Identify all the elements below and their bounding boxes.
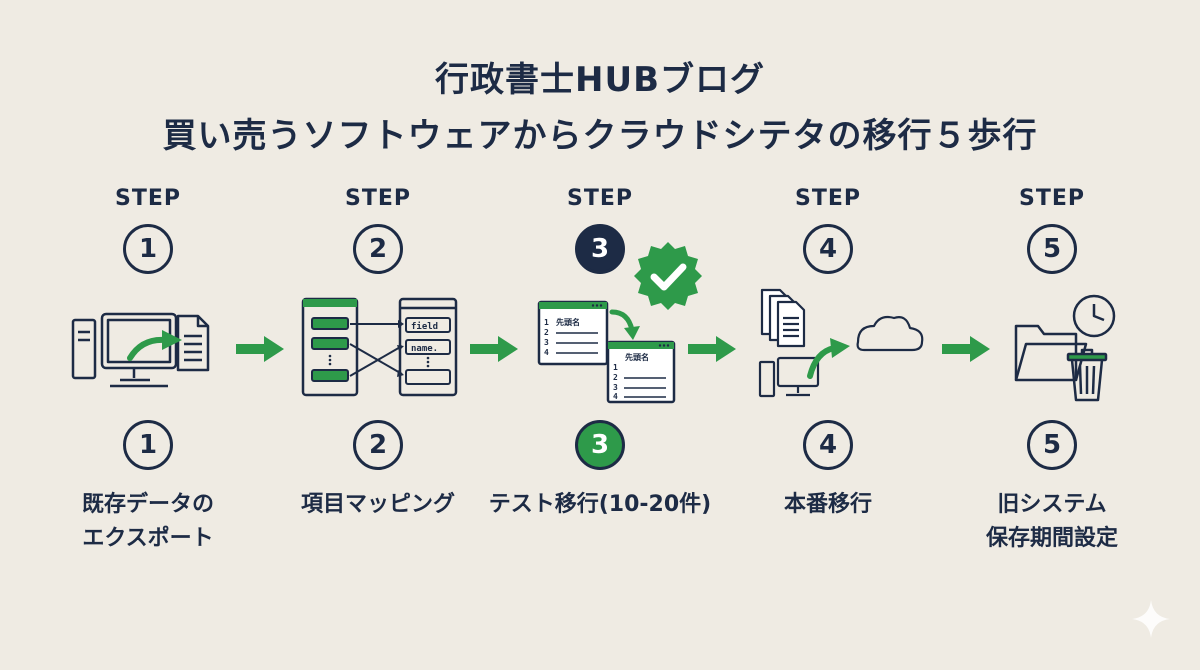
step-2-caption: 項目マッピング: [248, 488, 508, 522]
step-5-bottom-badge: 5: [1027, 420, 1077, 470]
step-1-top-badge: 1: [123, 224, 173, 274]
step-4-bottom-badge: 4: [803, 420, 853, 470]
step-3-caption: テスト移行(10-20件): [470, 488, 730, 522]
page-title-line1: 行政書士HUBブログ: [435, 60, 765, 100]
step-5-caption-line1: 旧システム: [997, 492, 1107, 517]
sheet1-row-4: 4: [544, 348, 549, 357]
sheet1-header: 先頭名: [556, 317, 580, 327]
step-4-caption-line1: 本番移行: [783, 492, 872, 517]
step-2-label: STEP: [344, 186, 411, 211]
sheet1-row-2: 2: [544, 328, 549, 337]
step-1-label: STEP: [114, 186, 181, 211]
test-sheets-icon: 1 2 3 4 先頭名 1 2 3 4 先頭名: [537, 300, 676, 404]
field-mapping-icon: field name.: [301, 297, 458, 397]
step-2-caption-line1: 項目マッピング: [300, 492, 455, 517]
step-5-label: STEP: [1018, 186, 1085, 211]
step-4-caption: 本番移行: [698, 488, 958, 522]
sheet2-row-2: 2: [613, 373, 618, 382]
step-5-caption-line2: 保存期間設定: [985, 526, 1118, 551]
mapping-field-label-2: name.: [411, 344, 438, 354]
arrow-right-icon: [942, 336, 990, 362]
sparkle-icon: [1132, 600, 1170, 638]
step-3-bottom-badge: 3: [575, 420, 625, 470]
step-3-top-badge: 3: [575, 224, 625, 274]
step-3-caption-line1: テスト移行(10-20件): [488, 492, 712, 517]
sheet2-header: 先頭名: [625, 352, 649, 362]
step-5-top-badge: 5: [1027, 224, 1077, 274]
sheet1-row-1: 1: [544, 318, 549, 327]
step-1-caption-line1: 既存データの: [81, 492, 214, 517]
check-badge-icon: [634, 242, 702, 310]
sheet1-row-3: 3: [544, 338, 549, 347]
step-1-caption-line2: エクスポート: [82, 526, 214, 551]
step-3-label: STEP: [566, 186, 633, 211]
arrow-right-icon: [688, 336, 736, 362]
step-4-label: STEP: [794, 186, 861, 211]
step-5-caption: 旧システム 保存期間設定: [922, 488, 1182, 556]
cloud-migration-icon: [758, 288, 924, 398]
arrow-right-icon: [470, 336, 518, 362]
computer-export-icon: [71, 312, 210, 388]
sheet2-row-3: 3: [613, 383, 618, 392]
arrow-right-icon: [236, 336, 284, 362]
step-1-caption: 既存データの エクスポート: [18, 488, 278, 556]
sheet2-row-4: 4: [613, 392, 618, 401]
step-4-top-badge: 4: [803, 224, 853, 274]
archive-retention-icon: [1014, 294, 1116, 402]
step-2-top-badge: 2: [353, 224, 403, 274]
page-title-line2: 買い売うソフトウェアからクラウドシテタの移行５歩行: [162, 116, 1038, 156]
mapping-field-label-1: field: [411, 321, 438, 332]
step-1-bottom-badge: 1: [123, 420, 173, 470]
step-2-bottom-badge: 2: [353, 420, 403, 470]
sheet2-row-1: 1: [613, 363, 618, 372]
